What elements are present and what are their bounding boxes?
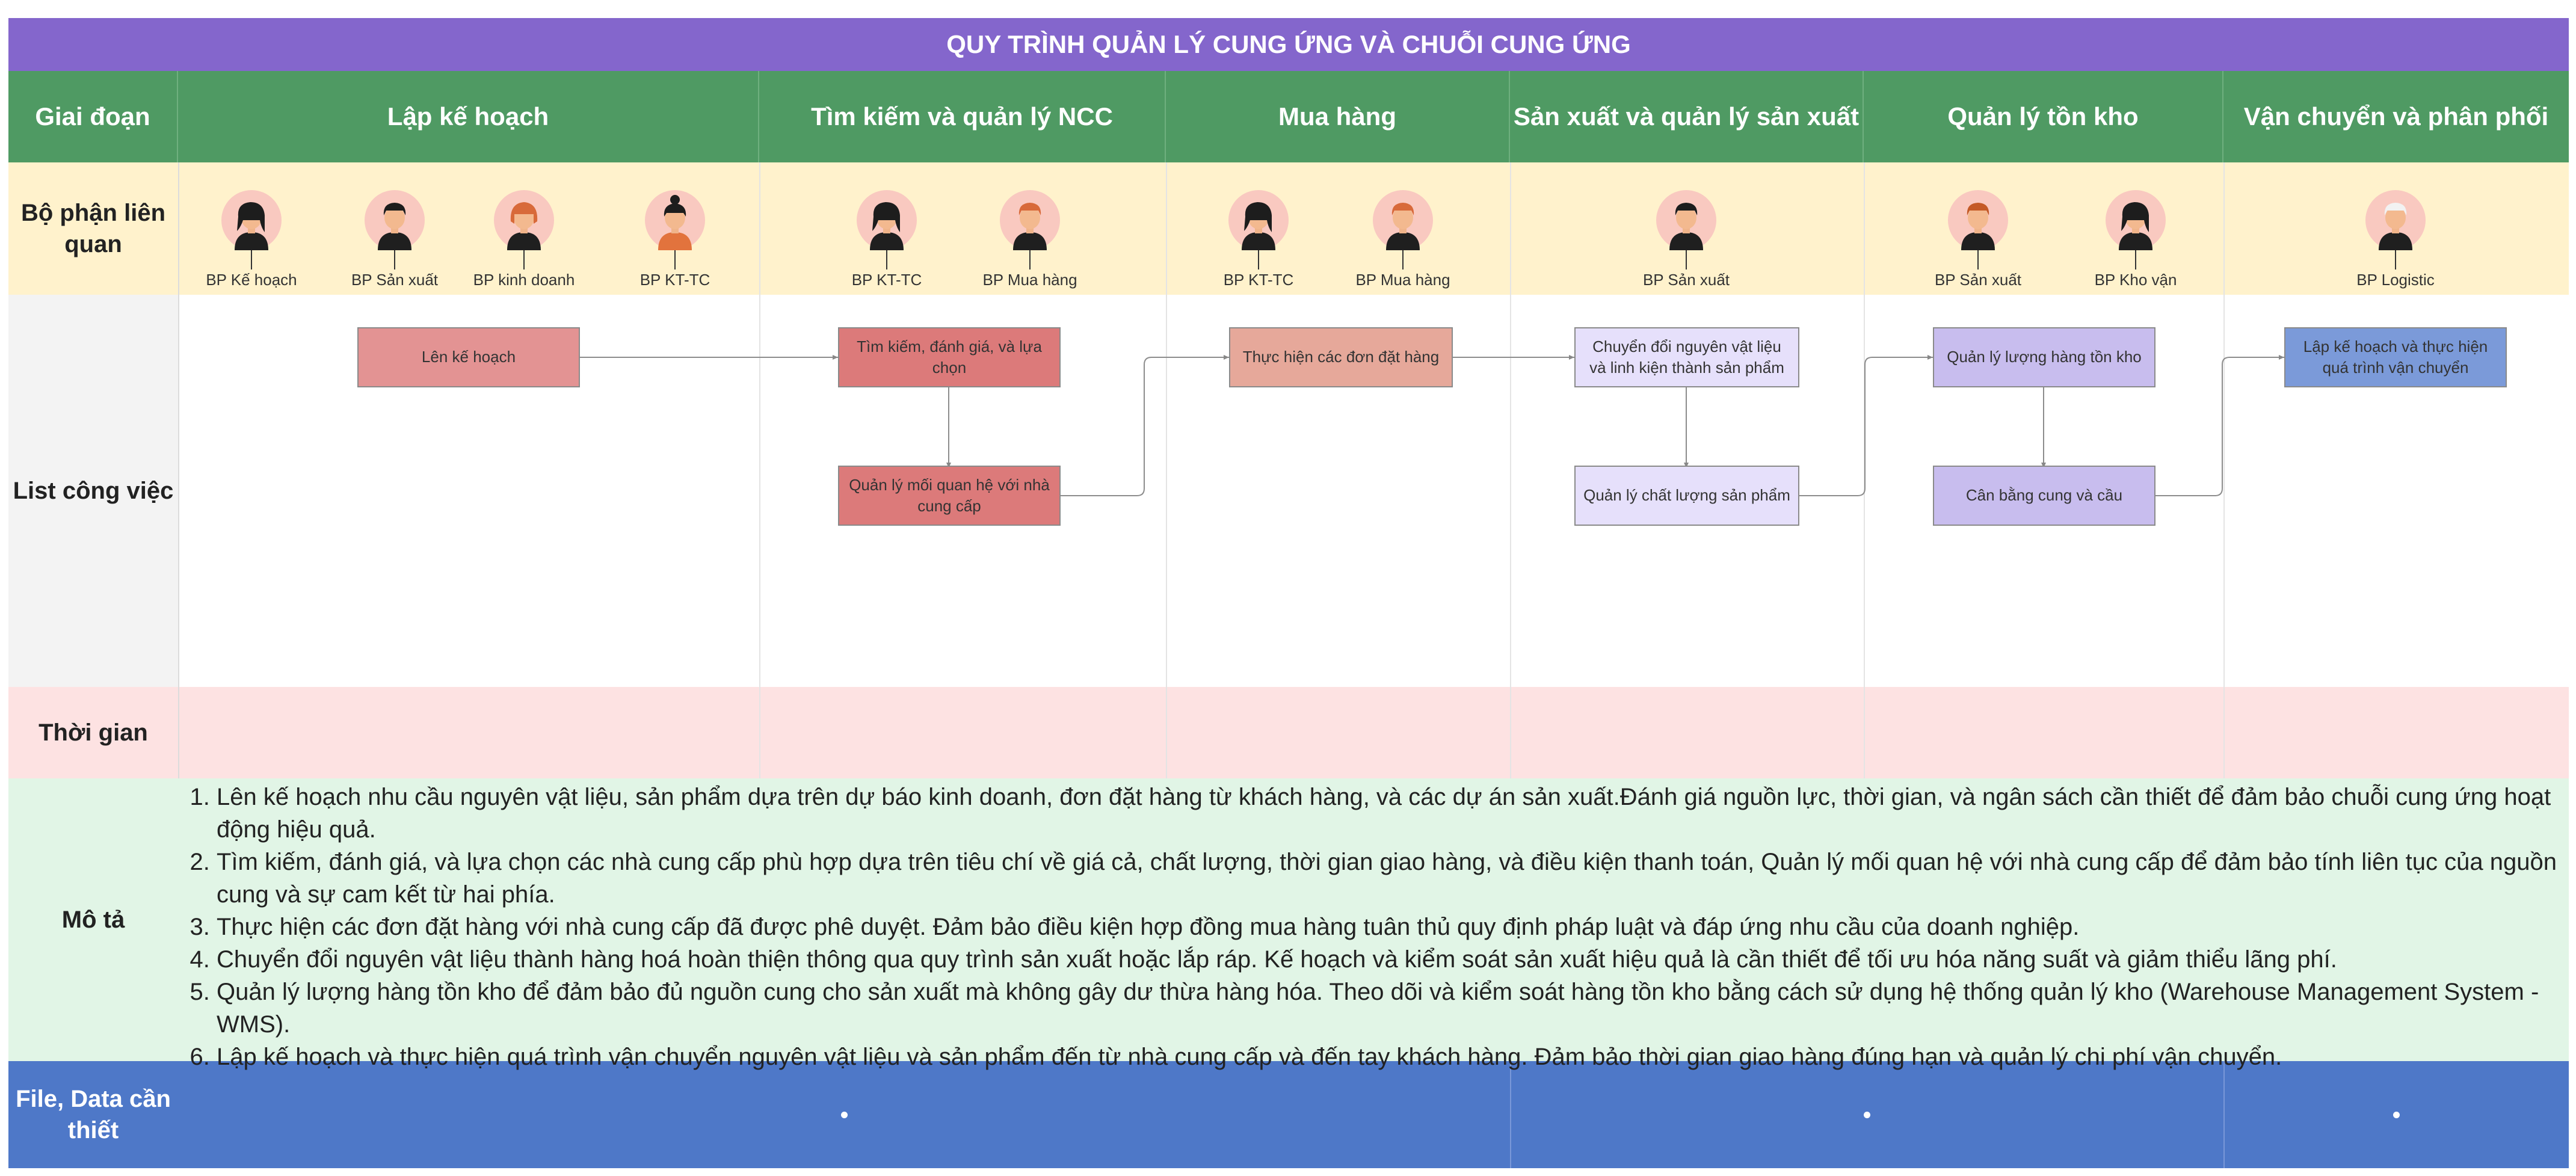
department-person: BP Kho vận [2075, 190, 2196, 289]
departments-row [178, 162, 2569, 295]
time-row [178, 687, 2569, 778]
department-person: BP Sản xuất [334, 190, 455, 289]
department-label: BP Mua hàng [1355, 271, 1450, 289]
person-avatar-icon [857, 190, 917, 250]
task-box-quality-control[interactable]: Quản lý chất lượng sản phẩm [1574, 466, 1799, 526]
file-bullet-dot [2393, 1112, 2400, 1118]
description-row [178, 778, 2569, 1061]
avatar-connector-line [2135, 250, 2136, 269]
column-divider [1510, 162, 1511, 778]
person-avatar-icon [1228, 190, 1289, 250]
task-box-inventory[interactable]: Quản lý lượng hàng tồn kho [1933, 327, 2155, 387]
person-avatar-icon [365, 190, 425, 250]
task-box-supplier-search[interactable]: Tìm kiếm, đánh giá, và lựa chọn [838, 327, 1061, 387]
person-avatar-icon [2365, 190, 2426, 250]
person-avatar-icon [1948, 190, 2008, 250]
department-label: BP Sản xuất [1934, 271, 2022, 289]
stage-header-supplier: Tìm kiếm và quản lý NCC [759, 71, 1166, 162]
department-label: BP Logistic [2356, 271, 2435, 289]
avatar-connector-line [674, 250, 676, 269]
task-box-supplier-relationship[interactable]: Quản lý mối quan hệ với nhà cung cấp [838, 466, 1061, 526]
department-person: BP kinh doanh [464, 190, 584, 289]
file-bullet-dot [1864, 1112, 1870, 1118]
department-person: BP Mua hàng [970, 190, 1090, 289]
description-item: Quản lý lượng hàng tồn kho để đảm bảo đủ… [217, 976, 2557, 1041]
description-item: Tìm kiếm, đánh giá, và lựa chọn các nhà … [217, 846, 2557, 911]
stage-header-purchasing: Mua hàng [1166, 71, 1510, 162]
stage-header-planning: Lập kế hoạch [178, 71, 759, 162]
files-row [178, 1061, 2569, 1168]
department-person: BP Sản xuất [1918, 190, 2038, 289]
person-avatar-icon [1656, 190, 1716, 250]
connector-quality-to-inventory [1799, 355, 1933, 496]
avatar-connector-line [2395, 250, 2396, 269]
column-divider [2223, 162, 2225, 778]
department-person: BP Mua hàng [1343, 190, 1463, 289]
column-divider [1510, 1061, 1511, 1168]
task-box-production-conversion[interactable]: Chuyển đổi nguyên vật liệu và linh kiện … [1574, 327, 1799, 387]
department-person: BP Sản xuất [1626, 190, 1746, 289]
description-item: Lên kế hoạch nhu cầu nguyên vật liệu, sả… [217, 781, 2557, 846]
column-divider [759, 162, 760, 778]
person-avatar-icon [1373, 190, 1433, 250]
row-label-time: Thời gian [8, 687, 178, 778]
department-person: BP KT-TC [827, 190, 947, 289]
avatar-connector-line [1029, 250, 1031, 269]
avatar-connector-line [1402, 250, 1404, 269]
diagram-title: QUY TRÌNH QUẢN LÝ CUNG ỨNG VÀ CHUỖI CUNG… [8, 18, 2569, 71]
task-box-purchase-order[interactable]: Thực hiện các đơn đặt hàng [1229, 327, 1453, 387]
row-label-files: File, Data cần thiết [8, 1061, 178, 1168]
column-divider [1166, 162, 1167, 778]
avatar-connector-line [1686, 250, 1687, 269]
stage-header-inventory: Quản lý tồn kho [1864, 71, 2223, 162]
department-label: BP KT-TC [851, 271, 922, 289]
description-list: Lên kế hoạch nhu cầu nguyên vật liệu, sả… [193, 781, 2557, 1073]
department-person: BP Logistic [2335, 190, 2456, 289]
stage-header-logistics: Vận chuyển và phân phối [2223, 71, 2569, 162]
department-person: BP KT-TC [615, 190, 735, 289]
avatar-connector-line [1977, 250, 1979, 269]
department-label: BP Mua hàng [982, 271, 1077, 289]
file-bullet-dot [841, 1112, 848, 1118]
department-label: BP Kế hoạch [206, 271, 297, 289]
task-box-planning[interactable]: Lên kế hoạch [357, 327, 580, 387]
avatar-connector-line [886, 250, 887, 269]
department-person: BP KT-TC [1198, 190, 1319, 289]
department-label: BP KT-TC [1223, 271, 1294, 289]
description-item: Thực hiện các đơn đặt hàng với nhà cung … [217, 911, 2557, 943]
person-avatar-icon [494, 190, 554, 250]
person-avatar-icon [2106, 190, 2166, 250]
stage-header-production: Sản xuất và quản lý sản xuất [1510, 71, 1864, 162]
avatar-connector-line [1258, 250, 1259, 269]
row-label-description: Mô tả [8, 778, 178, 1061]
task-box-supply-demand[interactable]: Cân bằng cung và cầu [1933, 466, 2155, 526]
department-label: BP kinh doanh [473, 271, 575, 289]
connector-balance-to-logistics [2155, 355, 2284, 496]
department-label: BP KT-TC [639, 271, 710, 289]
connector-relationship-to-order [1061, 355, 1229, 496]
column-divider [178, 162, 179, 778]
department-label: BP Sản xuất [351, 271, 439, 289]
department-person: BP Kế hoạch [191, 190, 312, 289]
department-label: BP Sản xuất [1642, 271, 1730, 289]
avatar-connector-line [251, 250, 252, 269]
avatar-connector-line [394, 250, 395, 269]
department-label: BP Kho vận [2094, 271, 2177, 289]
avatar-connector-line [523, 250, 525, 269]
row-label-stage: Giai đoạn [8, 71, 178, 162]
person-avatar-icon [1000, 190, 1060, 250]
column-divider [2223, 1061, 2225, 1168]
row-label-tasks: List công việc [8, 295, 178, 687]
person-avatar-icon [645, 190, 705, 250]
description-item: Chuyển đổi nguyên vật liệu thành hàng ho… [217, 943, 2557, 976]
description-item: Lập kế hoạch và thực hiện quá trình vận … [217, 1041, 2557, 1073]
task-box-logistics[interactable]: Lập kế hoạch và thực hiện quá trình vận … [2284, 327, 2507, 387]
person-avatar-icon [221, 190, 282, 250]
row-label-departments: Bộ phận liên quan [8, 162, 178, 295]
